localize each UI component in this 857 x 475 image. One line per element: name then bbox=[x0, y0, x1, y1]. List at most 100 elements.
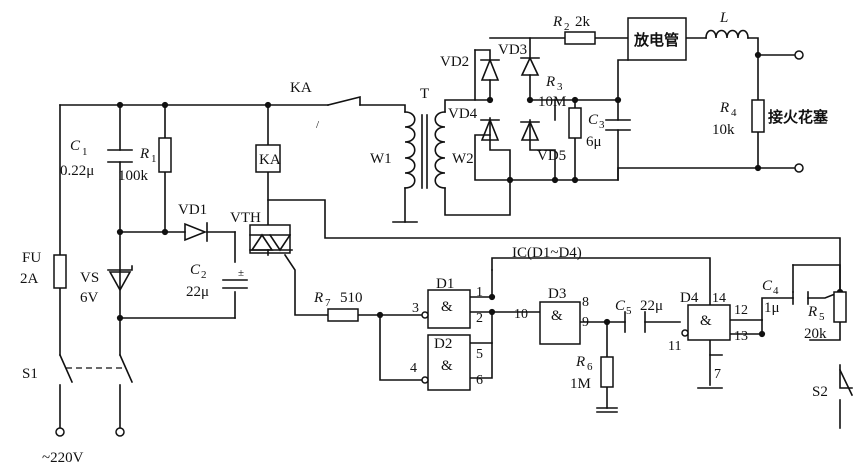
label-c2-sub: 2 bbox=[201, 269, 207, 281]
nand-gate-d4 bbox=[681, 304, 731, 341]
capacitor-c2: ± bbox=[222, 267, 248, 289]
label-inductor: L bbox=[719, 10, 728, 26]
label-vs-value: 6V bbox=[80, 290, 99, 306]
resistor-r4 bbox=[751, 99, 765, 133]
nand-gate-d2 bbox=[421, 334, 471, 391]
label-c4: C bbox=[762, 278, 773, 294]
diode-vd4 bbox=[480, 117, 500, 141]
label-r1: R bbox=[139, 146, 149, 162]
label-s2: S2 bbox=[812, 384, 828, 400]
label-d4: D4 bbox=[680, 290, 699, 306]
pin-3: 3 bbox=[412, 301, 419, 316]
label-d1: D1 bbox=[436, 276, 454, 292]
pin-9: 9 bbox=[582, 315, 589, 330]
pin-2: 2 bbox=[476, 311, 483, 326]
labels: FU 2A C 1 0.22μ R 1 100k VS 6V S1 ~220V … bbox=[20, 10, 829, 466]
switch-s2 bbox=[838, 368, 854, 397]
label-c2-value: 22μ bbox=[186, 284, 209, 300]
label-c2: C bbox=[190, 262, 201, 278]
label-vd1: VD1 bbox=[178, 202, 207, 218]
label-c1-sub: 1 bbox=[82, 146, 88, 158]
label-c3-value: 6μ bbox=[586, 134, 602, 150]
discharge-tube bbox=[627, 17, 687, 61]
label-w2: W2 bbox=[452, 151, 474, 167]
label-r6: R bbox=[575, 354, 585, 370]
capacitor-c4 bbox=[792, 291, 809, 305]
label-mains: ~220V bbox=[42, 450, 84, 466]
label-c4-sub: 4 bbox=[773, 285, 779, 297]
pin-6: 6 bbox=[476, 373, 483, 388]
label-spark-plug: 接火花塞 bbox=[768, 108, 829, 126]
label-s1: S1 bbox=[22, 366, 38, 382]
ka-switch-mark: / bbox=[316, 119, 320, 131]
diode-vd1 bbox=[184, 222, 208, 242]
capacitor-c3 bbox=[605, 119, 631, 131]
resistor-r2 bbox=[564, 31, 596, 45]
pin-14: 14 bbox=[712, 291, 726, 306]
label-r3-value: 10M bbox=[538, 94, 566, 110]
label-r6-value: 1M bbox=[570, 376, 591, 392]
label-r5-value: 20k bbox=[804, 326, 827, 342]
nand-gate-d3 bbox=[539, 301, 581, 345]
label-r7: R bbox=[313, 290, 323, 306]
label-w1: W1 bbox=[370, 151, 392, 167]
label-r3: R bbox=[545, 74, 555, 90]
spark-terminal-top bbox=[794, 50, 804, 60]
label-r2-value: 2k bbox=[575, 14, 591, 30]
label-d4-symbol: & bbox=[700, 313, 712, 329]
zener-vs bbox=[107, 265, 133, 292]
label-d2-symbol: & bbox=[441, 358, 453, 374]
label-c1: C bbox=[70, 138, 81, 154]
label-c1-value: 0.22μ bbox=[60, 163, 94, 179]
label-r7-value: 510 bbox=[340, 290, 363, 306]
pin-10: 10 bbox=[514, 307, 528, 322]
diode-vd2 bbox=[480, 57, 500, 81]
label-vd5: VD5 bbox=[537, 148, 566, 164]
pin-1: 1 bbox=[476, 285, 483, 300]
wires bbox=[59, 37, 853, 429]
label-vs: VS bbox=[80, 270, 99, 286]
svg-text:±: ± bbox=[238, 267, 244, 279]
resistor-r5 bbox=[833, 291, 847, 323]
label-ic: IC(D1~D4) bbox=[512, 245, 582, 261]
pin-13: 13 bbox=[734, 329, 748, 344]
label-d3: D3 bbox=[548, 286, 566, 302]
label-r1-value: 100k bbox=[118, 168, 149, 184]
label-fu: FU bbox=[22, 250, 41, 266]
label-d1-symbol: & bbox=[441, 299, 453, 315]
relay-ka bbox=[255, 144, 281, 173]
capacitor-c5 bbox=[624, 311, 646, 333]
switch-s1 bbox=[58, 353, 134, 384]
capacitor-c1 bbox=[107, 149, 133, 163]
label-r2-sub: 2 bbox=[564, 21, 570, 33]
resistor-r7 bbox=[327, 308, 359, 322]
label-r4-sub: 4 bbox=[731, 107, 737, 119]
diode-vd3 bbox=[520, 56, 540, 76]
nand-gate-d1 bbox=[421, 289, 471, 329]
diode-vd5 bbox=[520, 120, 540, 141]
label-r4-value: 10k bbox=[712, 122, 735, 138]
pin-8: 8 bbox=[582, 295, 589, 310]
label-r1-sub: 1 bbox=[151, 153, 157, 165]
label-vd2: VD2 bbox=[440, 54, 469, 70]
label-r6-sub: 6 bbox=[587, 361, 593, 373]
pin-numbers: 1 2 3 4 5 6 7 8 9 10 11 12 13 14 bbox=[410, 285, 748, 388]
label-c3: C bbox=[588, 112, 599, 128]
resistor-r3 bbox=[568, 107, 582, 139]
label-c3-sub: 3 bbox=[599, 119, 605, 131]
label-fu-rating: 2A bbox=[20, 271, 39, 287]
label-r3-sub: 3 bbox=[557, 81, 563, 93]
label-d2: D2 bbox=[434, 336, 452, 352]
transformer-t bbox=[404, 111, 446, 189]
label-vd3: VD3 bbox=[498, 42, 527, 58]
junction-dots bbox=[116, 51, 844, 338]
label-r5-sub: 5 bbox=[819, 311, 825, 323]
label-transformer: T bbox=[420, 86, 429, 102]
mains-terminal-left bbox=[55, 427, 65, 437]
inductor-l bbox=[705, 29, 749, 39]
fuse-fu bbox=[53, 254, 67, 289]
resistor-r6 bbox=[600, 356, 614, 388]
label-c5: C bbox=[615, 298, 626, 314]
